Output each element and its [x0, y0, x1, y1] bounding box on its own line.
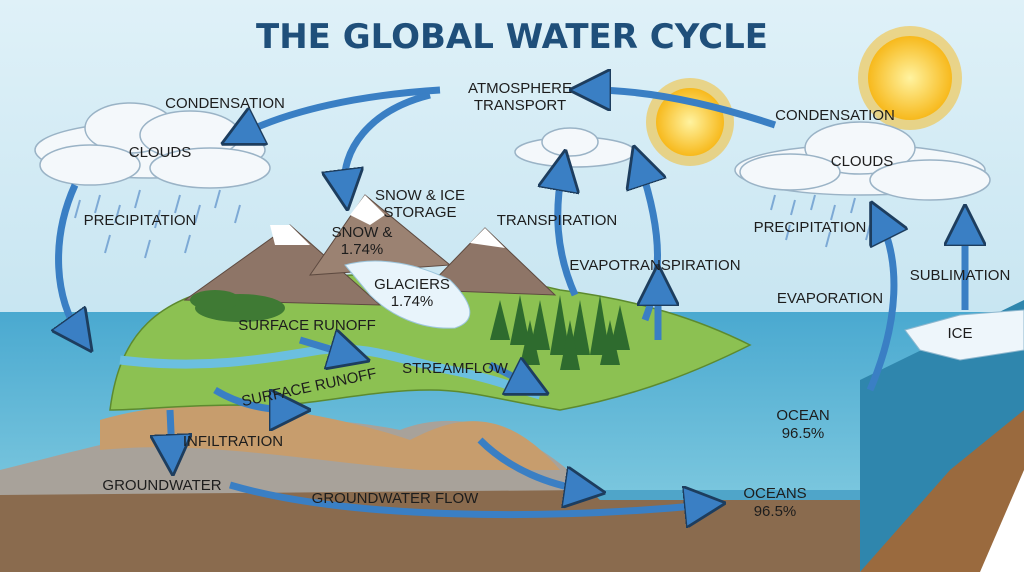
- label-streamflow: STREAMFLOW: [402, 360, 509, 377]
- arrow-infiltration: [170, 409, 172, 455]
- title: THE GLOBAL WATER CYCLE: [256, 17, 768, 57]
- arrow-atmosphere-to-mountains: [344, 91, 431, 190]
- label-groundwater-flow: GROUNDWATER FLOW: [312, 490, 479, 507]
- arrow-groundwater-to-ocean: [477, 437, 585, 490]
- label-condensation-left: CONDENSATION: [165, 95, 285, 112]
- label-precipitation-left: PRECIPITATION: [84, 212, 197, 229]
- rain-right: [770, 194, 871, 248]
- ice-floe: [904, 309, 1024, 361]
- label-snow-ice-storage: STORAGE: [383, 204, 456, 221]
- snow-cap: [350, 195, 385, 225]
- forest: [490, 295, 630, 370]
- arrow-surface-runoff: [298, 340, 350, 355]
- label-glaciers: GLACIERS: [374, 276, 450, 293]
- label-atmosphere-transport: TRANSPORT: [474, 97, 566, 114]
- arrow-groundwater-flow: [229, 481, 705, 515]
- cloud-right: [734, 121, 991, 201]
- cliff: [860, 410, 1024, 572]
- arrow-surface-runoff-2: [213, 386, 290, 410]
- arrow-evapotranspiration: [640, 165, 658, 322]
- arrow-streamflow: [488, 365, 530, 385]
- label-atmosphere-transport: ATMOSPHERE: [468, 80, 572, 97]
- snow-cap: [270, 225, 310, 245]
- label-glaciers-percent: 1.74%: [391, 293, 434, 310]
- label-precipitation-right: PRECIPITATION: [754, 219, 867, 236]
- arrow-to-atmosphere: [590, 90, 777, 129]
- label-clouds-left: CLOUDS: [129, 144, 192, 161]
- forest: [190, 290, 285, 322]
- label-ocean-percent: 96.5%: [782, 425, 825, 442]
- label-condensation-right: CONDENSATION: [775, 107, 895, 124]
- label-surface-runoff: SURFACE RUNOFF: [238, 317, 376, 334]
- arrow-transpiration: [558, 170, 575, 297]
- snow-cap: [470, 228, 505, 248]
- rain-left: [74, 189, 241, 259]
- label-oceans-percent: 96.5%: [754, 503, 797, 520]
- arrow-atmosphere-to-clouds: [240, 86, 441, 135]
- label-clouds-right: CLOUDS: [831, 153, 894, 170]
- label-ice: ICE: [947, 325, 972, 342]
- label-snow-percent: 1.74%: [341, 241, 384, 258]
- sun-icon: [646, 78, 734, 166]
- mountain: [423, 227, 557, 296]
- flow-arrows: [59, 90, 965, 515]
- sun-icon: [858, 26, 962, 130]
- cloud-left: [34, 102, 271, 189]
- arrow-precipitation: [59, 183, 80, 335]
- label-snow-ice-storage: SNOW & ICE: [375, 187, 465, 204]
- label-oceans: OCEANS: [743, 485, 806, 502]
- label-transpiration: TRANSPIRATION: [497, 212, 618, 229]
- label-evaporation: EVAPORATION: [777, 290, 883, 307]
- arrow-evaporation: [866, 220, 894, 392]
- label-ocean: OCEAN: [776, 407, 829, 424]
- glacier: [344, 260, 471, 329]
- label-groundwater: GROUNDWATER: [102, 477, 221, 494]
- label-sublimation: SUBLIMATION: [910, 267, 1011, 284]
- label-snow: SNOW &: [332, 224, 393, 241]
- label-infiltration: INFILTRATION: [183, 433, 283, 450]
- soil-layer: [100, 405, 560, 470]
- ocean-side-face: [860, 300, 1024, 572]
- label-evapotranspiration: EVAPOTRANSPIRATION: [569, 257, 740, 274]
